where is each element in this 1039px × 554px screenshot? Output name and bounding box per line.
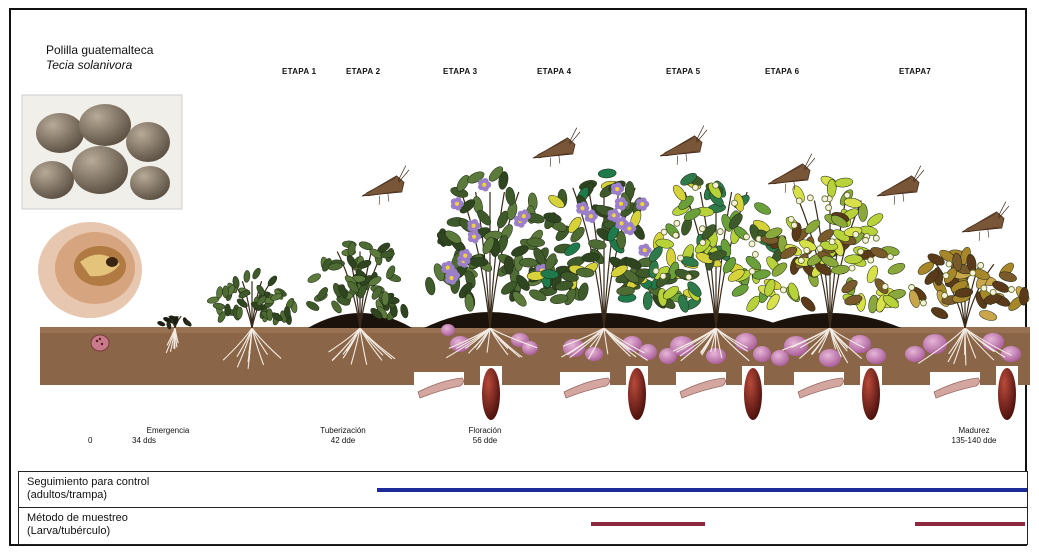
species-title: Polilla guatemalteca Tecia solanivora xyxy=(46,43,153,73)
control-row: Seguimiento para control (adultos/trampa… xyxy=(18,471,1028,508)
milestone-label: Madurez xyxy=(936,426,1012,436)
sampling-row-label: Método de muestreo (Larva/tubérculo) xyxy=(27,512,128,538)
milestone-zero: 0 xyxy=(88,436,92,446)
sampling-row: Método de muestreo (Larva/tubérculo) xyxy=(18,507,1028,545)
larva-in-tuber-photo xyxy=(38,222,142,318)
milestone-label: Tuberización xyxy=(308,426,378,436)
moth-icon xyxy=(357,165,416,209)
milestone-madurez: Madurez 135-140 dde xyxy=(936,426,1012,446)
milestone-floracion: Floración 56 dde xyxy=(450,426,520,446)
larva-and-pupa xyxy=(930,366,1018,422)
milestone-emergencia: Emergencia 34 dds xyxy=(124,426,198,446)
seed-tuber xyxy=(91,335,109,351)
milestone-label: Floración xyxy=(450,426,520,436)
moth-icon xyxy=(872,165,931,209)
moth-icon xyxy=(528,127,587,171)
stage-label-5: ETAPA 5 xyxy=(666,67,700,76)
sampling-bar-early xyxy=(591,522,705,526)
stage-label-3: ETAPA 3 xyxy=(443,67,477,76)
milestone-days: 56 dde xyxy=(450,436,520,446)
stage-label-7: ETAPA7 xyxy=(899,67,931,76)
milestone-days: 42 dde xyxy=(308,436,378,446)
larva-and-pupa xyxy=(676,366,764,422)
milestone-days: 135-140 dde xyxy=(936,436,1012,446)
control-row-label: Seguimiento para control (adultos/trampa… xyxy=(27,476,149,502)
control-row-subtitle: (adultos/trampa) xyxy=(27,489,149,502)
sampling-bar-late xyxy=(915,522,1025,526)
moth-icon xyxy=(655,125,714,169)
milestone-days: 34 dds xyxy=(124,436,198,446)
control-row-title: Seguimiento para control xyxy=(27,476,149,489)
sampling-row-subtitle: (Larva/tubérculo) xyxy=(27,525,128,538)
potato-photo xyxy=(22,95,182,209)
milestone-label: Emergencia xyxy=(124,426,198,436)
larva-and-pupa xyxy=(794,366,882,422)
larva-and-pupa xyxy=(414,366,502,422)
stage-label-4: ETAPA 4 xyxy=(537,67,571,76)
milestone-tuberizacion: Tuberización 42 dde xyxy=(308,426,378,446)
stage-label-6: ETAPA 6 xyxy=(765,67,799,76)
stage-label-2: ETAPA 2 xyxy=(346,67,380,76)
sampling-row-title: Método de muestreo xyxy=(27,512,128,525)
control-timeline-bar xyxy=(377,488,1027,492)
larva-and-pupa xyxy=(560,366,648,422)
moth-icon xyxy=(957,201,1016,245)
scientific-name: Tecia solanivora xyxy=(46,58,153,73)
common-name: Polilla guatemalteca xyxy=(46,43,153,58)
stage-label-1: ETAPA 1 xyxy=(282,67,316,76)
